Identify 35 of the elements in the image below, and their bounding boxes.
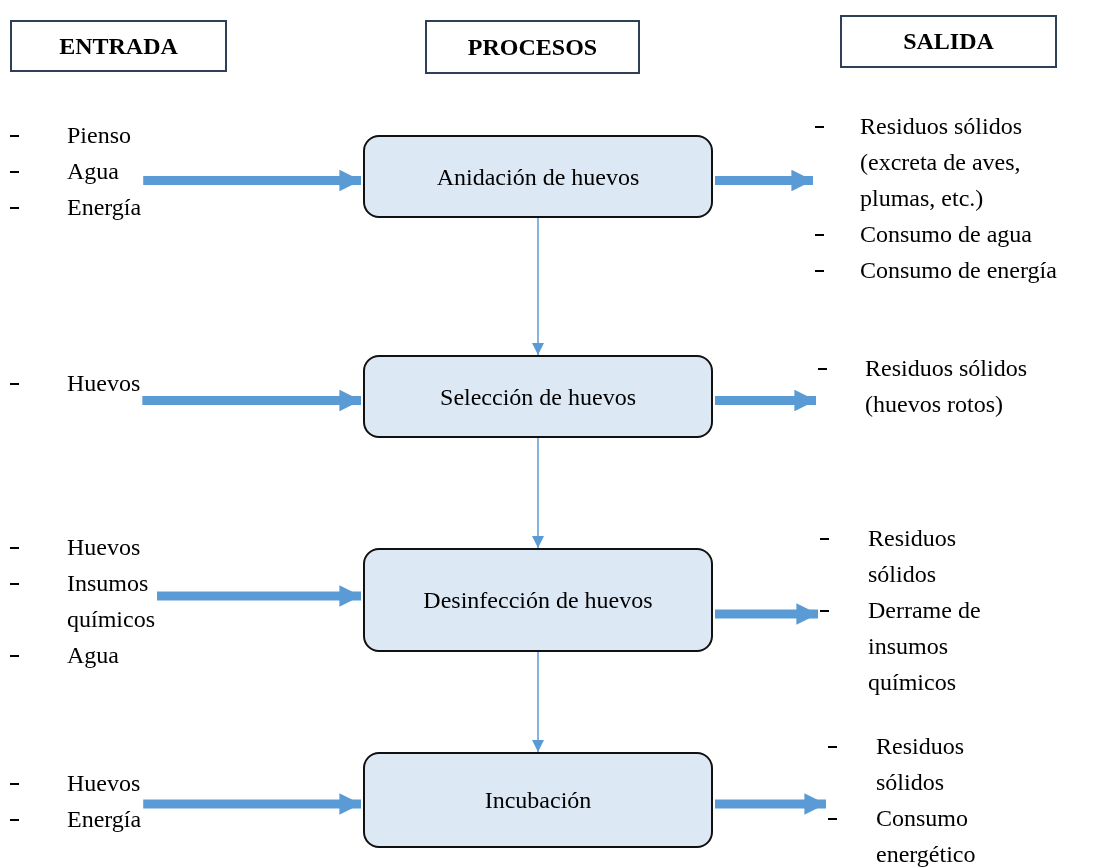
process-box: Incubación [363,752,713,848]
output-item: Consumo energético [876,805,976,867]
input-item: Huevos [67,370,141,396]
arrow [715,389,816,412]
arrow [532,437,544,549]
output-item: Consumo de agua [860,221,1032,247]
input-item: Agua [67,158,119,184]
arrow [715,603,818,625]
output-item: Residuos sólidos (excreta de aves, plumas, etc.) [860,113,1023,211]
process-box: Desinfección de huevos [363,548,713,652]
column-header-box: SALIDA [840,15,1057,68]
input-item: Huevos [67,534,141,560]
process-box: Anidación de huevos [363,135,713,218]
arrow [715,169,813,192]
output-item: Residuos sólidos [868,525,956,587]
output-item: Consumo de energía [860,257,1057,283]
output-item: Derrame de insumos químicos [868,597,981,695]
output-item: Residuos sólidos (huevos rotos) [865,355,1028,417]
input-item: Insumos químicos [67,570,155,632]
input-item: Huevos [67,770,141,796]
arrow [157,585,361,607]
input-item: Energía [67,194,142,220]
arrow [532,217,544,356]
column-header-box: ENTRADA [10,20,227,72]
arrow [142,389,361,412]
input-item: Energía [67,806,142,832]
arrow [143,169,361,192]
arrow [143,793,361,815]
input-item: Pienso [67,122,131,148]
column-header-box: PROCESOS [425,20,640,74]
arrow [532,651,544,753]
process-box: Selección de huevos [363,355,713,438]
input-item: Agua [67,642,119,668]
output-item: Residuos sólidos [876,733,964,795]
arrow [715,793,826,815]
